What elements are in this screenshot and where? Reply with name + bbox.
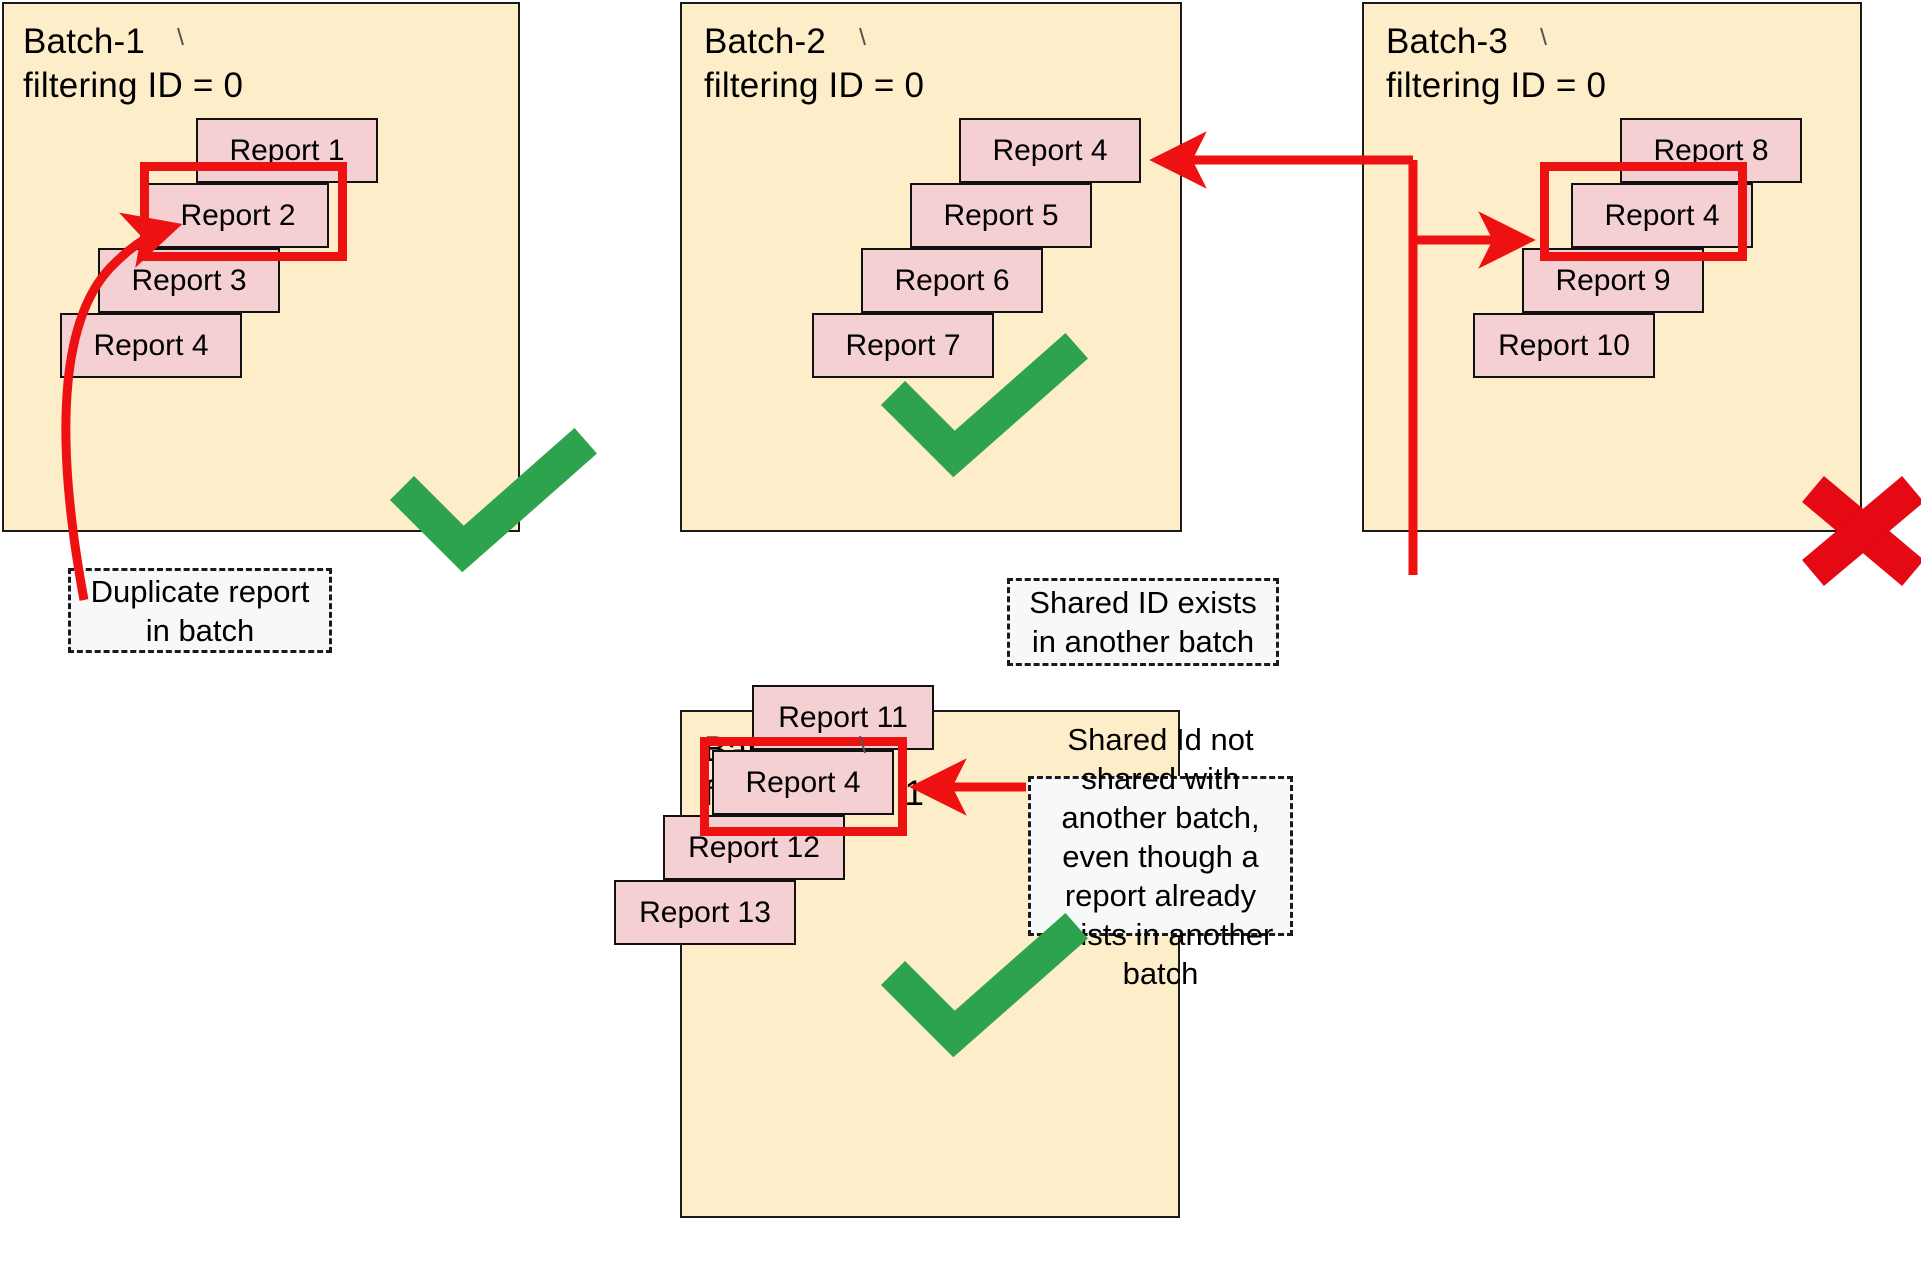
note-shared-id-exists: Shared ID exists in another batch — [1007, 578, 1279, 666]
duplicate-report-highlight-1 — [140, 162, 347, 261]
report-card[interactable]: Report 4 — [712, 750, 894, 815]
note-shared-id-not-shared: Shared Id not shared with another batch,… — [1028, 722, 1293, 991]
report-card[interactable]: Report 8 — [1620, 118, 1802, 183]
report-card[interactable]: Report 10 — [1473, 313, 1655, 378]
batch-title-3: Batch-3 filtering ID = 0 — [1386, 22, 1607, 105]
note-duplicate-report: Duplicate report in batch — [68, 568, 332, 653]
batch-title-1: Batch-1 filtering ID = 0 — [23, 22, 244, 105]
shared-report-highlight-3 — [1540, 162, 1747, 261]
shared-report-highlight-4 — [700, 737, 907, 836]
batch-title-2: Batch-2 filtering ID = 0 — [704, 22, 925, 105]
report-card[interactable]: Report 1 — [196, 118, 378, 183]
report-card[interactable]: Report 6 — [861, 248, 1043, 313]
report-card[interactable]: Report 5 — [910, 183, 1092, 248]
report-card[interactable]: Report 7 — [812, 313, 994, 378]
report-card[interactable]: Report 4 — [959, 118, 1141, 183]
report-card[interactable]: Report 12 — [663, 815, 845, 880]
report-card[interactable]: Report 4 — [1571, 183, 1753, 248]
report-card[interactable]: Report 13 — [614, 880, 796, 945]
report-card[interactable]: Report 4 — [60, 313, 242, 378]
